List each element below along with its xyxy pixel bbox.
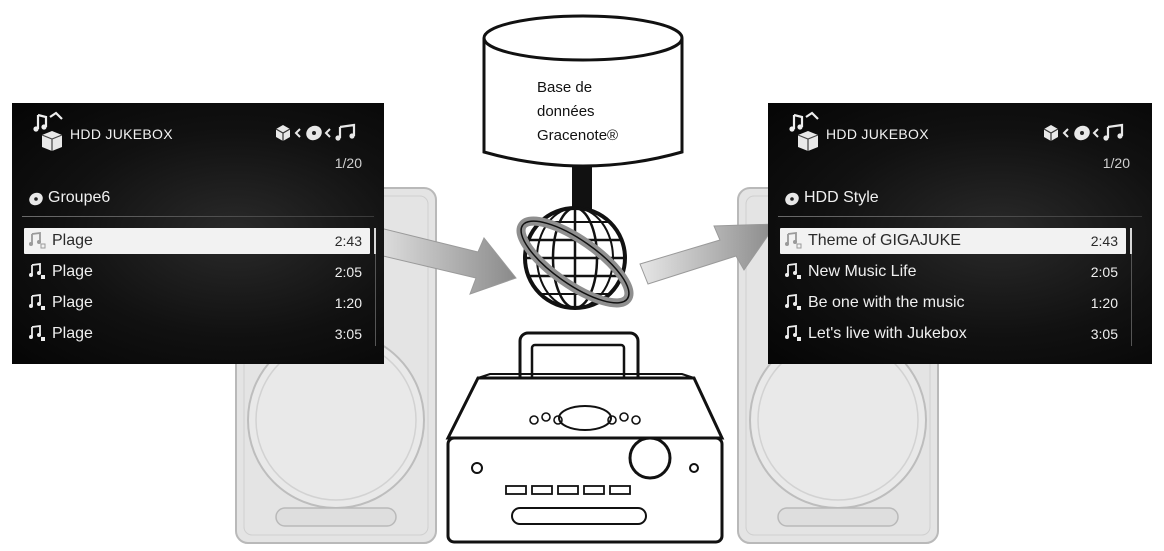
database-cylinder (482, 14, 684, 168)
track-duration: 2:05 (1090, 264, 1118, 280)
stereo-system (445, 331, 725, 544)
track-duration: 2:43 (1090, 233, 1118, 249)
globe-icon (516, 206, 634, 310)
track-note-icon (29, 294, 45, 310)
track-duration: 2:05 (334, 264, 362, 280)
music-note-icon (1103, 123, 1124, 141)
header-divider (22, 216, 374, 217)
mode-icons (1043, 123, 1124, 141)
page-counter: 1/20 (1102, 155, 1130, 171)
track-row[interactable]: Plage 2:43 (24, 228, 370, 254)
jukebox-screen-after: HDD JUKEBOX 1/20 HDD Style (768, 103, 1152, 364)
track-title: Let's live with Jukebox (808, 325, 967, 342)
app-title: HDD JUKEBOX (826, 126, 929, 142)
track-title: Be one with the music (808, 294, 965, 311)
mode-icons (275, 123, 356, 141)
scrollbar-track (1131, 228, 1132, 346)
track-row[interactable]: Be one with the music 1:20 (780, 290, 1126, 316)
database-label: Base de données Gracenote® (537, 76, 647, 148)
track-duration: 2:43 (334, 233, 362, 249)
database-stem (572, 166, 592, 212)
track-title: Plage (52, 294, 93, 311)
track-note-icon (29, 232, 46, 249)
database-label-line1: Base de (537, 79, 593, 96)
track-title: Theme of GIGAJUKE (808, 232, 961, 249)
cube-icon (275, 125, 291, 141)
music-box-icon (33, 111, 63, 151)
disc-icon (785, 192, 799, 206)
track-title: Plage (52, 232, 93, 249)
track-title: Plage (52, 263, 93, 280)
track-row[interactable]: Plage 2:05 (24, 259, 370, 285)
group-name: Groupe6 (48, 189, 111, 206)
track-duration: 1:20 (1090, 295, 1118, 311)
track-note-icon (785, 232, 802, 249)
track-note-icon (29, 263, 45, 279)
track-row[interactable]: Plage 3:05 (24, 321, 370, 347)
database-label-line2: données (537, 103, 595, 120)
disc-icon (306, 125, 322, 141)
app-title: HDD JUKEBOX (70, 126, 173, 142)
disc-icon (1074, 125, 1090, 141)
scrollbar-track (375, 228, 376, 346)
database-label-line3: Gracenote® (537, 127, 619, 144)
track-duration: 1:20 (334, 295, 362, 311)
right-arrow (639, 223, 777, 285)
header-divider (778, 216, 1142, 217)
track-row[interactable]: New Music Life 2:05 (780, 259, 1126, 285)
track-note-icon (785, 325, 801, 341)
scrollbar-thumb[interactable] (1130, 228, 1132, 254)
music-note-icon (335, 123, 356, 141)
disc-icon (29, 192, 43, 206)
track-row[interactable]: Let's live with Jukebox 3:05 (780, 321, 1126, 347)
track-note-icon (785, 294, 801, 310)
group-name: HDD Style (804, 189, 879, 206)
track-title: Plage (52, 325, 93, 342)
track-duration: 3:05 (1090, 326, 1118, 342)
page-counter: 1/20 (334, 155, 362, 171)
track-note-icon (785, 263, 801, 279)
scrollbar-thumb[interactable] (374, 228, 376, 254)
track-row[interactable]: Plage 1:20 (24, 290, 370, 316)
track-title: New Music Life (808, 263, 917, 280)
music-box-icon (789, 111, 819, 151)
left-arrow (365, 225, 517, 295)
track-note-icon (29, 325, 45, 341)
jukebox-screen-before: HDD JUKEBOX 1/20 Groupe6 (12, 103, 384, 364)
track-duration: 3:05 (334, 326, 362, 342)
track-row[interactable]: Theme of GIGAJUKE 2:43 (780, 228, 1126, 254)
cube-icon (1043, 125, 1059, 141)
